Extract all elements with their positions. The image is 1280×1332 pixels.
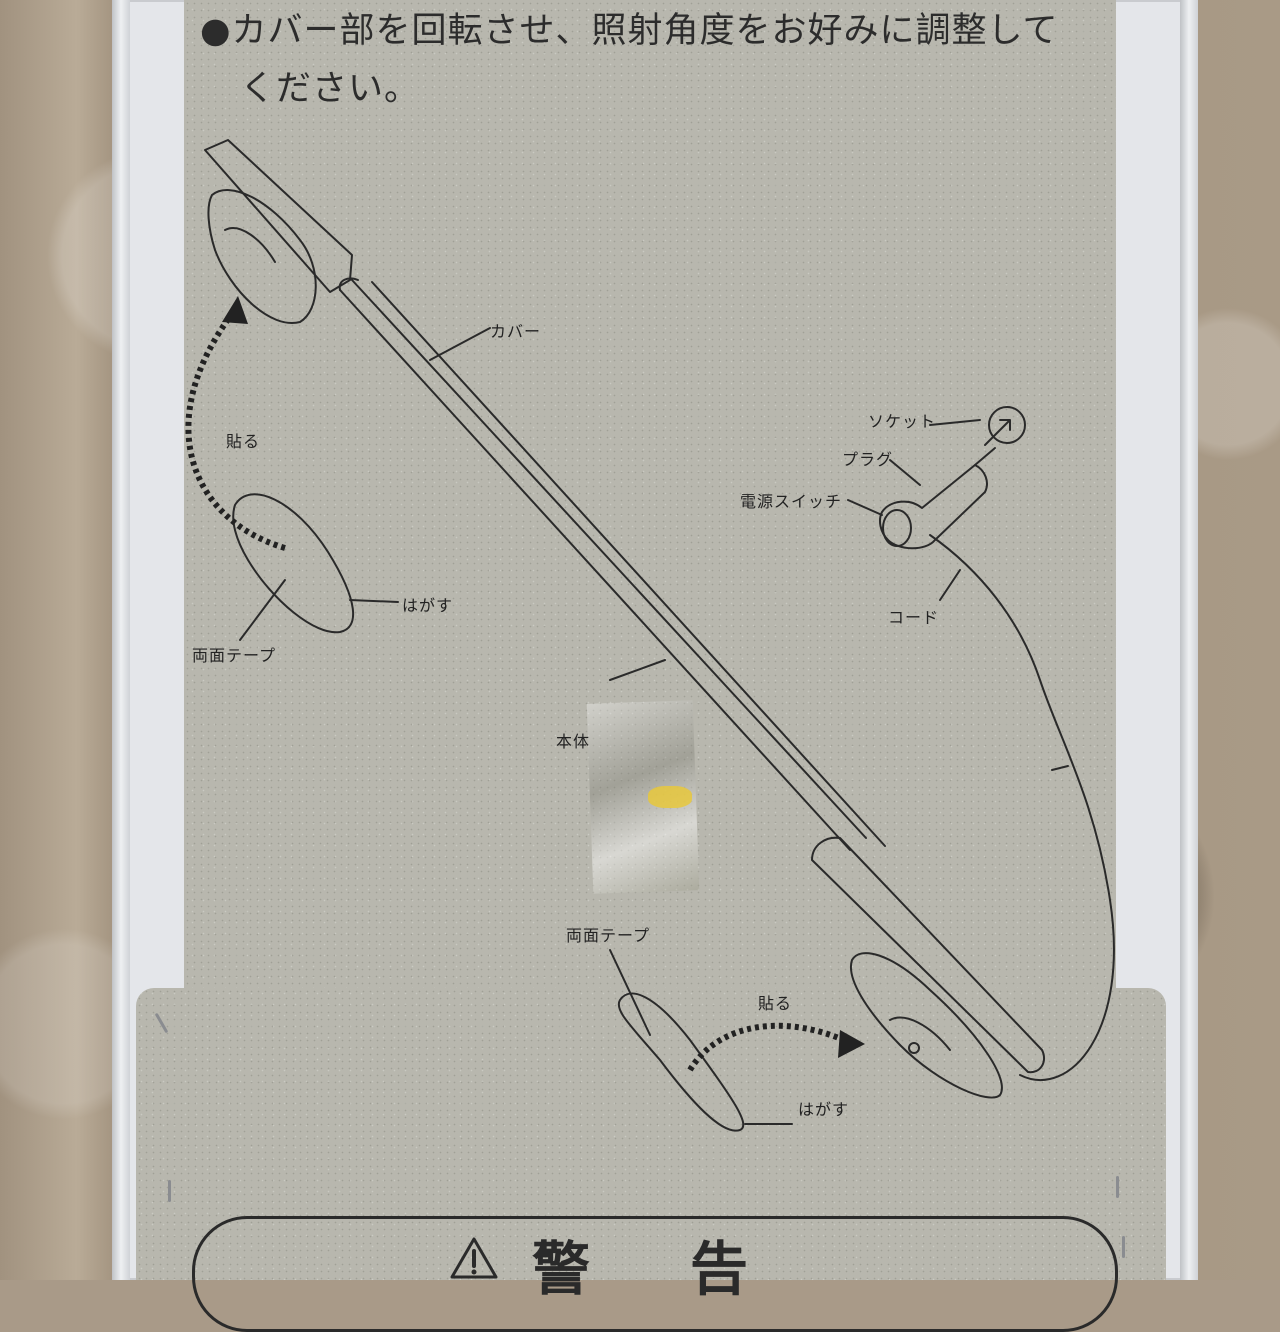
product-diagram (185, 139, 1115, 1132)
staple (1116, 1176, 1119, 1198)
warning-char-2: 告 (690, 1235, 749, 1303)
top-clip-body (204, 139, 353, 293)
label-body: 本体 (556, 732, 591, 751)
label-cover: カバー (490, 322, 542, 341)
leader-socket (929, 419, 981, 426)
top-clip-mount (207, 189, 317, 325)
power-cord (929, 534, 1115, 1081)
leader-cord (939, 569, 961, 601)
socket (988, 406, 1026, 444)
arrow-top-head (222, 296, 248, 324)
leader-cover (429, 327, 491, 361)
staple (168, 1180, 171, 1202)
bottom-clip-screw (908, 1042, 920, 1054)
socket-arrow (984, 419, 1011, 446)
arrow-bottom-head (838, 1030, 865, 1058)
plug-body (879, 464, 988, 550)
instruction-text: ●カバー部を回転させ、照射角度をお好みに調整して ください。 (200, 2, 1120, 118)
plug-tip (974, 447, 996, 466)
warning-triangle-icon (450, 1237, 498, 1279)
bar-top-cap (338, 277, 359, 291)
instruction-line-2: ください。 (240, 69, 421, 109)
label-plug: プラグ (842, 450, 894, 469)
top-clip-jaw (224, 227, 276, 263)
sleeve-edge-right (1180, 0, 1198, 1280)
tape-yellow-spot (648, 786, 692, 808)
bar-edge-2 (351, 279, 867, 839)
bottom-clip-jaw (889, 1016, 951, 1051)
instruction-card (184, 0, 1116, 1000)
leader-peel-top (349, 599, 399, 603)
leader-body (609, 659, 666, 681)
sleeve-edge-left (112, 0, 130, 1280)
leader-switch (847, 499, 883, 516)
bar-edge-1 (339, 289, 851, 851)
tape-bottom (617, 992, 745, 1132)
leader-tape-bottom (609, 949, 651, 1036)
card-bottom-flap (136, 988, 1166, 1280)
bottom-clip-mount (850, 952, 1003, 1099)
label-peel-top: はがす (402, 596, 454, 615)
warning-box (192, 1216, 1118, 1332)
label-power-switch: 電源スイッチ (740, 492, 843, 511)
label-tape-top: 両面テープ (192, 646, 277, 665)
label-stick-bottom: 貼る (758, 994, 793, 1013)
cord-tie (1051, 765, 1069, 771)
bottom-sleeve (811, 836, 1046, 1074)
tape-top (232, 493, 355, 634)
arrow-bottom-path (687, 1022, 850, 1072)
warning-char-1: 警 (532, 1235, 591, 1303)
label-stick-top: 貼る (226, 432, 261, 451)
bar-edge-3 (371, 281, 886, 847)
label-peel-bottom: はがす (798, 1100, 850, 1119)
leader-tape-top (239, 579, 286, 641)
staple (1122, 1236, 1125, 1258)
power-switch (882, 509, 912, 547)
label-socket: ソケット (868, 412, 937, 431)
instruction-line-1: ●カバー部を回転させ、照射角度をお好みに調整して (200, 11, 1059, 51)
label-tape-bottom: 両面テープ (566, 926, 651, 945)
label-cord: コード (888, 608, 940, 627)
leader-plug (889, 459, 921, 486)
